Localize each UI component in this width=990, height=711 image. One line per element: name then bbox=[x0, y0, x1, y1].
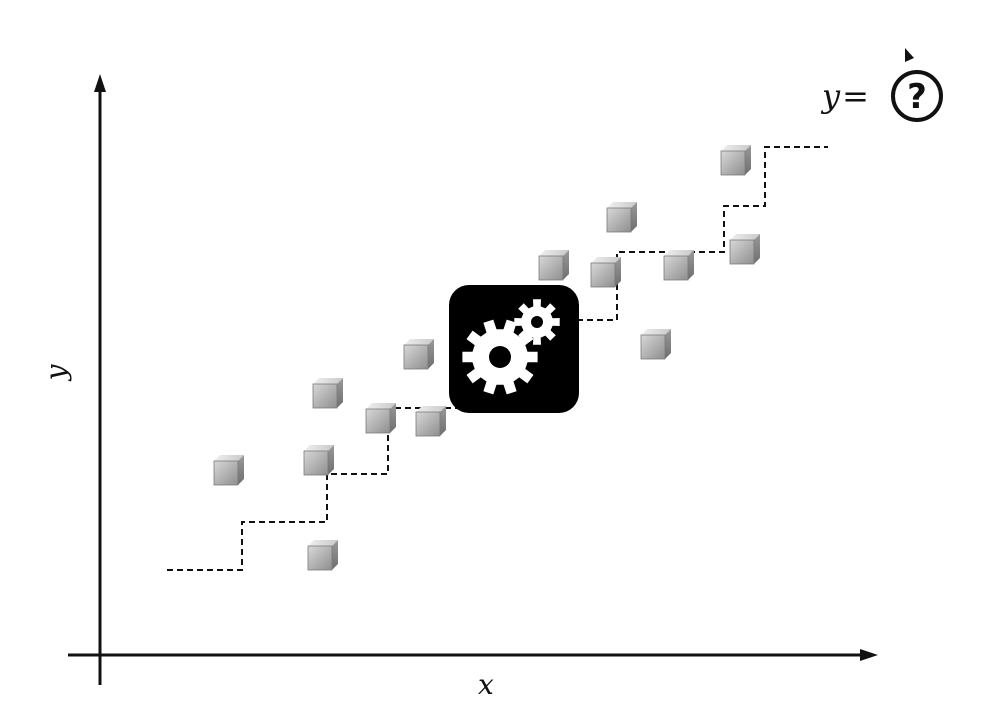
formula-equals: = bbox=[842, 77, 869, 115]
model-box bbox=[449, 285, 579, 413]
y-axis-label: y bbox=[39, 364, 73, 381]
cursor-icon bbox=[905, 48, 914, 62]
data-points bbox=[213, 145, 760, 571]
cube-icon bbox=[729, 234, 760, 265]
cube-icon bbox=[303, 445, 334, 476]
cube-icon bbox=[213, 455, 244, 486]
small-gear bbox=[514, 299, 560, 345]
formula-lhs: y bbox=[822, 77, 841, 115]
formula: y = bbox=[822, 74, 873, 118]
svg-text:?: ? bbox=[907, 77, 927, 117]
x-axis-arrowhead bbox=[860, 649, 878, 661]
cube-icon bbox=[415, 406, 446, 437]
cube-icon bbox=[365, 403, 396, 434]
cube-icon bbox=[606, 202, 637, 233]
cube-icon bbox=[640, 329, 671, 360]
step-function-line bbox=[167, 146, 828, 571]
x-axis-label: x bbox=[478, 668, 494, 701]
cube-icon bbox=[307, 540, 338, 571]
large-gear bbox=[462, 319, 538, 395]
cube-icon bbox=[663, 250, 694, 281]
gears-icon bbox=[462, 299, 560, 395]
cube-icon bbox=[590, 257, 621, 288]
cube-icon bbox=[403, 339, 434, 370]
y-axis-arrowhead bbox=[94, 74, 106, 92]
cube-icon bbox=[720, 145, 751, 176]
cube-icon bbox=[312, 378, 343, 409]
axes bbox=[68, 74, 878, 685]
question-mark-circle-icon: ? bbox=[891, 48, 943, 122]
cube-icon bbox=[538, 250, 569, 281]
